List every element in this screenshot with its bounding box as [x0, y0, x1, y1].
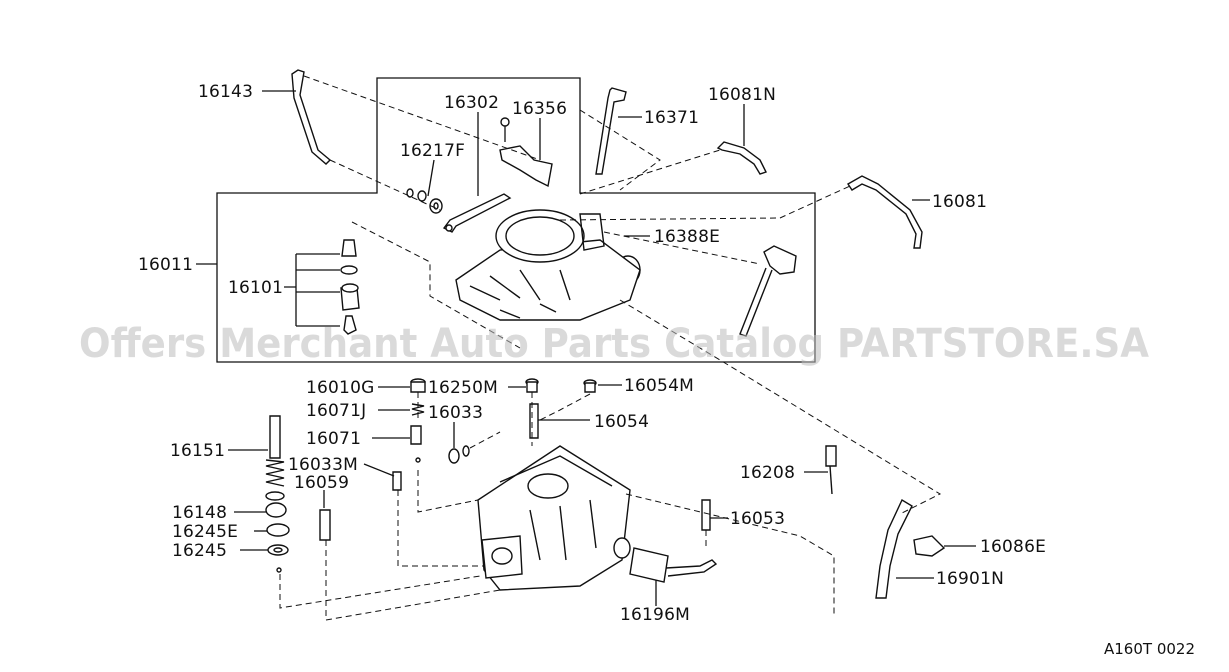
- label-16053[interactable]: 16053: [730, 509, 785, 529]
- assembly-outline-16011: [216, 77, 816, 363]
- label-16245E[interactable]: 16245E: [172, 522, 238, 542]
- part-16054M-plug[interactable]: [583, 379, 597, 393]
- part-16250M-screw[interactable]: [525, 378, 539, 393]
- part-16356-lever[interactable]: [499, 117, 553, 188]
- assembly-dashed-lines: [279, 75, 942, 621]
- part-16033-jet[interactable]: [448, 445, 470, 464]
- part-16059-jet[interactable]: [319, 509, 331, 541]
- part-16053-screw[interactable]: [701, 499, 711, 531]
- part-16245-washer[interactable]: [267, 544, 289, 573]
- part-16081-rod[interactable]: [847, 175, 923, 249]
- label-16101[interactable]: 16101: [228, 278, 283, 298]
- carburetor-upper-body[interactable]: [455, 209, 641, 321]
- label-16033M[interactable]: 16033M: [288, 455, 358, 475]
- label-16151[interactable]: 16151: [170, 441, 225, 461]
- label-16081N[interactable]: 16081N: [708, 85, 776, 105]
- part-16071-jet[interactable]: [410, 425, 422, 463]
- part-16086E-connector[interactable]: [913, 535, 946, 557]
- label-16245[interactable]: 16245: [172, 541, 227, 561]
- watermark: Offers Merchant Auto Parts Catalog PARTS…: [79, 321, 1149, 367]
- label-16196M[interactable]: 16196M: [620, 605, 690, 625]
- part-16245E-ring[interactable]: [266, 523, 290, 537]
- label-16901N[interactable]: 16901N: [936, 569, 1004, 589]
- label-16071[interactable]: 16071: [306, 429, 361, 449]
- label-16054[interactable]: 16054: [594, 412, 649, 432]
- part-16151-pump[interactable]: [265, 415, 285, 501]
- label-16148[interactable]: 16148: [172, 503, 227, 523]
- label-16371[interactable]: 16371: [644, 108, 699, 128]
- label-16302[interactable]: 16302: [444, 93, 499, 113]
- part-16208-jet[interactable]: [825, 445, 837, 495]
- part-16081N-rod[interactable]: [716, 141, 767, 175]
- label-16143[interactable]: 16143: [198, 82, 253, 102]
- label-16217F[interactable]: 16217F: [400, 141, 465, 161]
- part-16371-rod[interactable]: [595, 87, 627, 175]
- label-16081[interactable]: 16081: [932, 192, 987, 212]
- leader-lines: [196, 90, 976, 606]
- label-16086E[interactable]: 16086E: [980, 537, 1046, 557]
- label-16033[interactable]: 16033: [428, 403, 483, 423]
- part-16101-set[interactable]: [340, 239, 360, 335]
- diagram-code: A160T 0022: [1104, 640, 1195, 658]
- part-16217F-washers[interactable]: [406, 188, 443, 214]
- label-16071J[interactable]: 16071J: [306, 401, 366, 421]
- carburetor-lower-body[interactable]: [477, 445, 631, 591]
- part-16148-spring[interactable]: [265, 502, 287, 518]
- label-16011[interactable]: 16011: [138, 255, 193, 275]
- label-16250M[interactable]: 16250M: [428, 378, 498, 398]
- label-16054M[interactable]: 16054M: [624, 376, 694, 396]
- part-choke-sensor[interactable]: [739, 245, 797, 337]
- part-16033M-jet[interactable]: [392, 471, 402, 491]
- part-16143-rod[interactable]: [291, 69, 332, 165]
- label-16388E[interactable]: 16388E: [654, 227, 720, 247]
- label-16010G[interactable]: 16010G: [306, 378, 374, 398]
- label-16356[interactable]: 16356: [512, 99, 567, 119]
- part-16302-bracket[interactable]: [442, 193, 512, 233]
- label-16059[interactable]: 16059: [294, 473, 349, 493]
- part-16071J-spring[interactable]: [411, 403, 425, 416]
- part-16901N-hose[interactable]: [875, 499, 913, 599]
- label-16208[interactable]: 16208: [740, 463, 795, 483]
- part-16054-jet[interactable]: [529, 403, 539, 439]
- part-16196M-solenoid[interactable]: [629, 547, 718, 583]
- part-16010G-plug[interactable]: [410, 378, 426, 393]
